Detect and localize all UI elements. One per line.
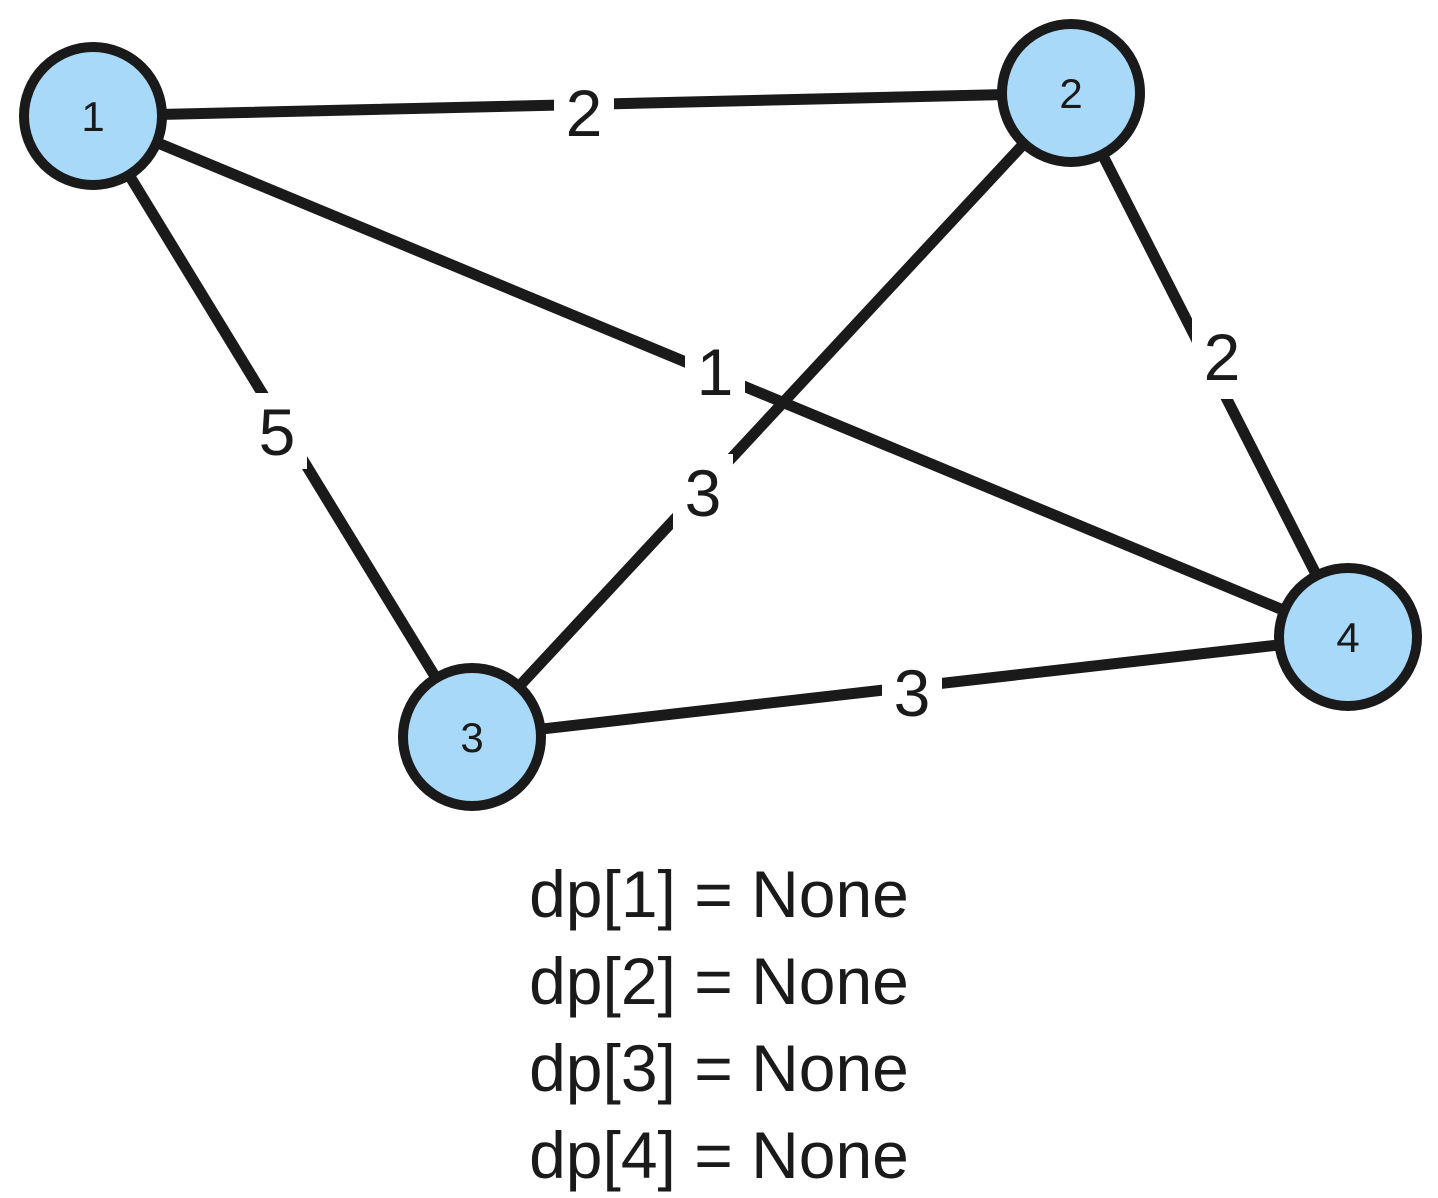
dp-line-3: dp[3] = None	[529, 1031, 909, 1105]
edge-weight-bg	[673, 454, 733, 530]
edge-weight-labels: 2 5 1 3 2 3	[247, 74, 1252, 730]
edge-weight-bg	[882, 654, 942, 730]
edge-weight-bg	[247, 393, 307, 469]
node-2: 2	[997, 19, 1145, 167]
edge-weight-2-3: 3	[673, 454, 733, 530]
edge-weight-1-2: 2	[554, 74, 614, 150]
node-label: 4	[1336, 614, 1359, 661]
dp-values: dp[1] = None dp[2] = None dp[3] = None d…	[0, 851, 1438, 1198]
edge-weight-bg	[685, 333, 745, 409]
edge-weight-3-4: 3	[882, 654, 942, 730]
node-circle	[997, 19, 1145, 167]
node-circle	[398, 663, 546, 811]
node-3: 3	[398, 663, 546, 811]
node-label: 1	[81, 93, 104, 140]
edge-weight-2-4: 2	[1192, 313, 1252, 399]
edge-weight-label: 2	[566, 76, 603, 150]
edge-weight-1-4: 1	[685, 333, 745, 409]
edge-weight-bg	[554, 74, 614, 150]
edge-2-3	[466, 87, 1077, 743]
node-label: 3	[460, 714, 483, 761]
edge-weight-bg	[1192, 313, 1252, 399]
dp-line-2: dp[2] = None	[529, 944, 909, 1018]
edge-weight-label: 1	[697, 335, 734, 409]
edge-weight-label: 3	[685, 456, 722, 530]
edge-weight-label: 3	[894, 656, 931, 730]
edge-weight-label: 5	[259, 395, 296, 469]
node-1: 1	[19, 42, 167, 190]
node-4: 4	[1274, 563, 1422, 711]
dp-line-4: dp[4] = None	[529, 1118, 909, 1192]
edge-weight-1-3: 5	[247, 393, 307, 469]
node-circle	[19, 42, 167, 190]
dp-line-1: dp[1] = None	[529, 857, 909, 931]
node-circle	[1274, 563, 1422, 711]
edge-weight-label: 2	[1204, 320, 1241, 394]
node-label: 2	[1059, 70, 1082, 117]
